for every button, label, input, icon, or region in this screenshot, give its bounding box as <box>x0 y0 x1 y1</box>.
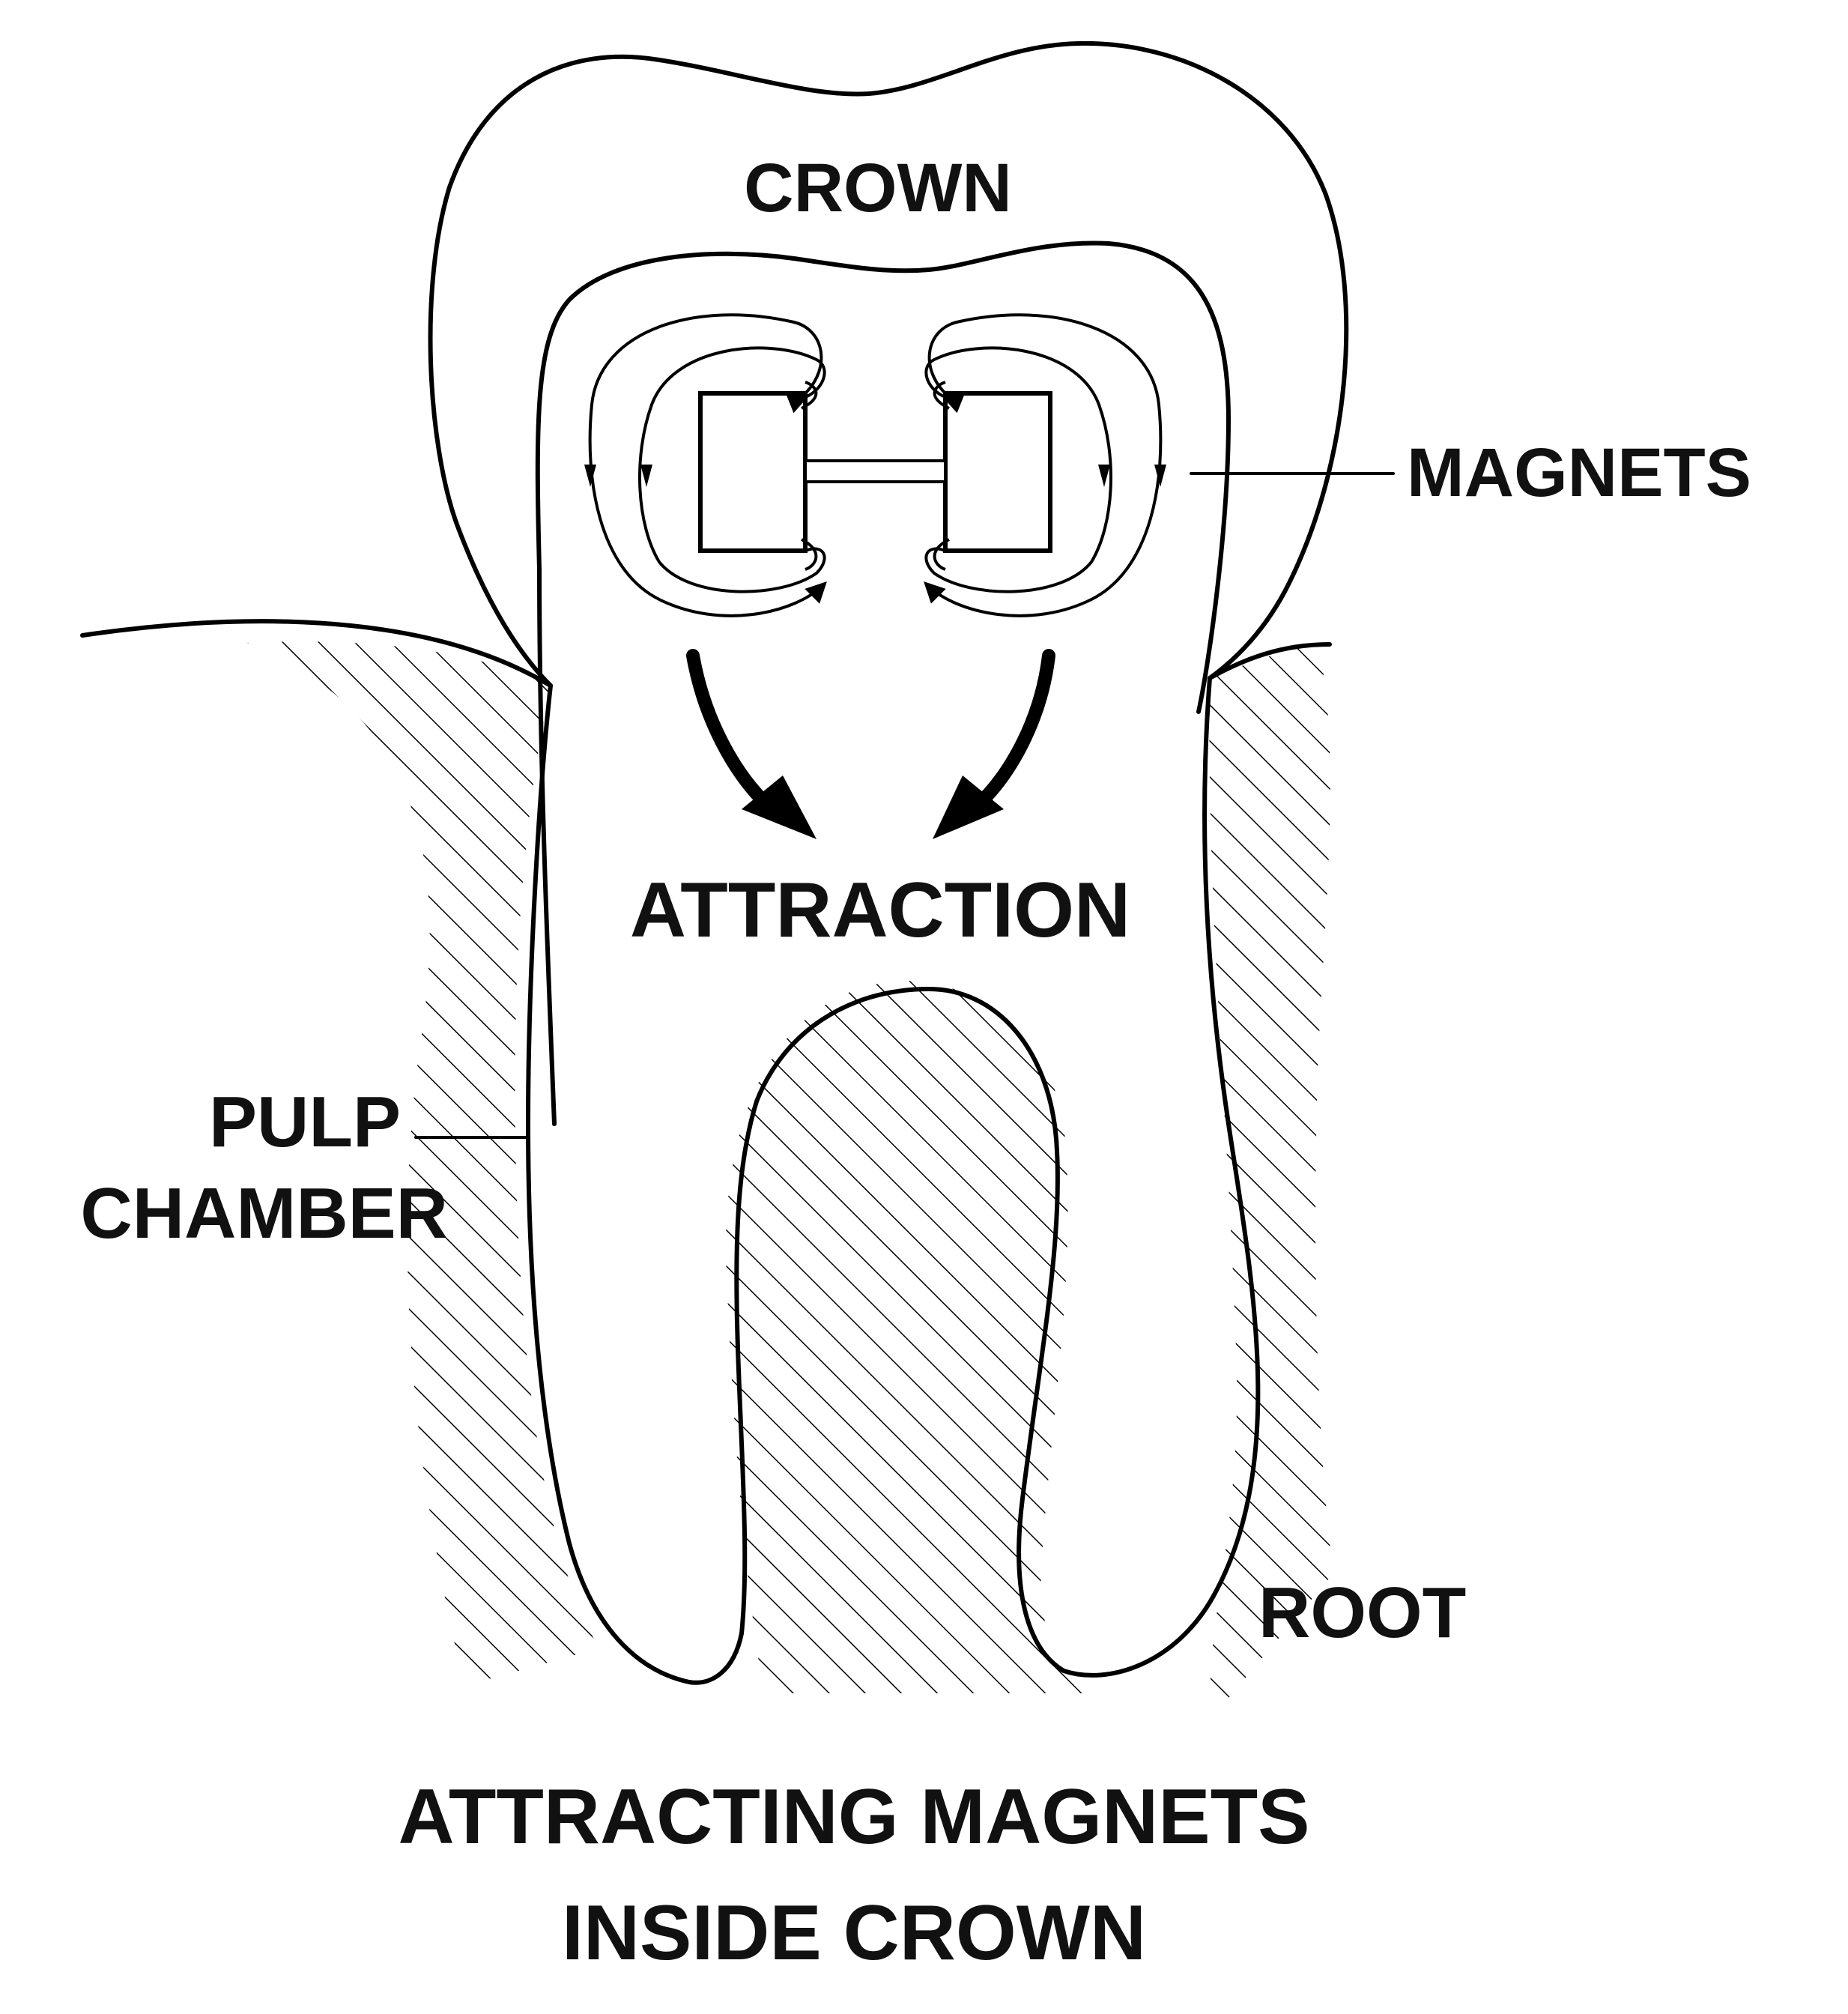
field-lines-left <box>588 313 827 617</box>
caption-line2: INSIDE CROWN <box>562 1890 1146 1977</box>
bone-hatching-left <box>247 641 599 1686</box>
root-label: ROOT <box>1258 1573 1466 1653</box>
bone-hatching-center <box>726 981 1094 1693</box>
pulp-label-line2: CHAMBER <box>80 1173 448 1254</box>
right-magnet <box>943 391 1052 553</box>
attraction-arrow-left-head <box>742 775 817 839</box>
caption-line1: ATTRACTING MAGNETS <box>398 1773 1309 1860</box>
pulp-chamber-outline <box>535 241 1231 1126</box>
bone-hatching-right <box>1209 646 1333 1716</box>
left-magnet <box>698 391 808 553</box>
crown-label: CROWN <box>744 150 1012 226</box>
field-direction-arrows <box>584 465 1166 487</box>
attraction-label: ATTRACTION <box>630 867 1130 954</box>
attraction-arrows <box>686 649 1055 839</box>
magnets-label: MAGNETS <box>1407 435 1751 511</box>
gum-line-left <box>80 619 553 688</box>
field-lines-right <box>924 313 1163 617</box>
magnet-connector <box>804 459 947 483</box>
attraction-arrow-right-head <box>933 775 1004 839</box>
pulp-label-line1: PULP <box>209 1082 401 1162</box>
tooth-outline <box>428 40 1349 1685</box>
